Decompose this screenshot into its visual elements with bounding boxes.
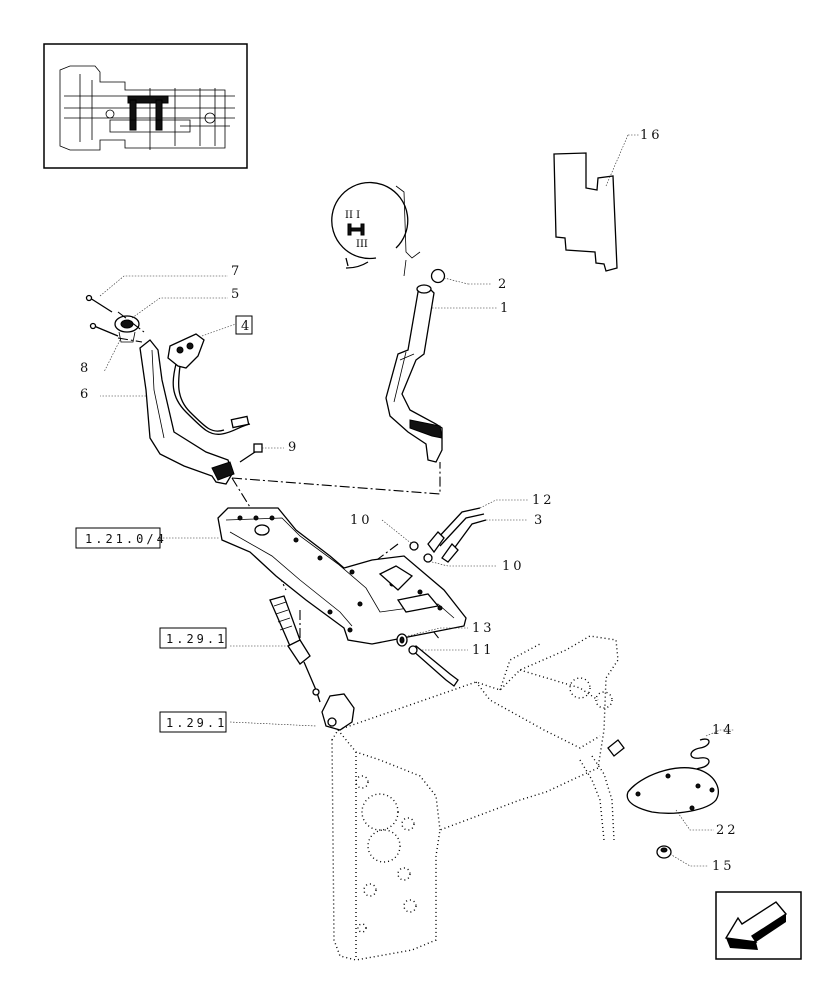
callout-6: 6: [80, 387, 91, 402]
callout-5: 5: [231, 287, 242, 302]
callout-12: 12: [532, 493, 555, 508]
part-11-rod[interactable]: [408, 645, 459, 687]
reference-1-29-1-lower[interactable]: 1.29.1: [159, 711, 227, 733]
part-22-cover[interactable]: [626, 767, 719, 814]
gearbox-top-cover[interactable]: [217, 507, 467, 645]
selector-rod-assembly[interactable]: [269, 595, 355, 731]
part-12-cable[interactable]: [427, 507, 485, 554]
previous-page-arrow-icon[interactable]: [715, 891, 802, 960]
callout-10-upper: 10: [350, 513, 373, 528]
part-10-washer-a[interactable]: [409, 541, 419, 551]
callout-9: 9: [288, 440, 299, 455]
reference-1-21-0-4[interactable]: 1.21.0/4: [75, 527, 167, 549]
part-3-cable[interactable]: [441, 519, 487, 563]
reference-1-29-1-upper-label: 1.29.1: [166, 632, 227, 646]
part-6-range-lever[interactable]: [139, 339, 235, 485]
part-2-knob[interactable]: [430, 268, 493, 285]
part-13-washer[interactable]: [396, 633, 408, 647]
gearbox-housing: [331, 635, 625, 961]
callout-4-box: [235, 315, 253, 335]
part-15-nut[interactable]: [656, 845, 672, 859]
part-8-screw[interactable]: [89, 322, 119, 337]
callout-1: 1: [500, 301, 511, 316]
part-10-washer-b[interactable]: [423, 553, 433, 563]
callout-7: 7: [231, 264, 242, 279]
callout-11: 11: [472, 643, 495, 658]
part-16-plate[interactable]: [553, 134, 640, 272]
callout-2: 2: [498, 277, 509, 292]
callout-22: 22: [716, 823, 739, 838]
part-9-screw[interactable]: [239, 443, 263, 463]
callout-3: 3: [534, 513, 545, 528]
callout-16: 16: [640, 128, 663, 143]
part-4-switch[interactable]: [167, 333, 251, 436]
shift-pattern-top: II I: [345, 210, 360, 221]
reference-1-29-1-upper[interactable]: 1.29.1: [159, 627, 227, 649]
reference-1-21-0-4-label: 1.21.0/4: [85, 532, 167, 546]
callout-4: 4: [241, 319, 252, 334]
part-7-screw[interactable]: [85, 294, 113, 313]
callout-8: 8: [80, 361, 91, 376]
callout-14: 14: [712, 723, 735, 738]
callout-10-lower: 10: [502, 559, 525, 574]
callout-15: 15: [712, 859, 735, 874]
callout-13: 13: [472, 621, 495, 636]
shift-pattern-decal: II I III: [331, 181, 421, 277]
part-5-cap[interactable]: [114, 315, 140, 343]
shift-pattern-bottom: III: [356, 239, 368, 250]
reference-1-29-1-lower-label: 1.29.1: [166, 716, 227, 730]
part-1-gear-lever[interactable]: [385, 284, 498, 463]
transmission-locator-icon[interactable]: [43, 43, 248, 169]
